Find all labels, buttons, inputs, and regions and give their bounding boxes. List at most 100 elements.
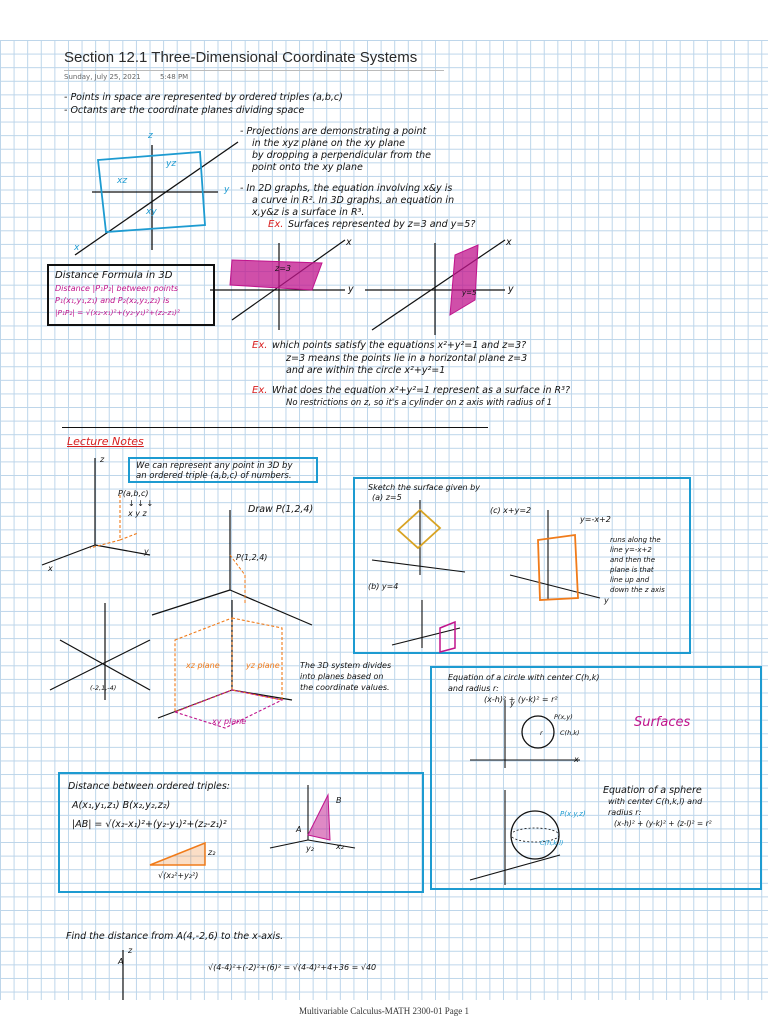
ex3-answer: No restrictions on z, so it's a cylinder… (286, 398, 553, 408)
sketch-note-4: plane is that (610, 566, 654, 574)
between-title: Distance between ordered triples: (68, 781, 230, 792)
sketch-note-1: runs along the (610, 536, 661, 544)
system-line-3: the coordinate values. (300, 683, 390, 692)
sphere-line-2: with center C(h,k,l) and (608, 797, 703, 806)
circle-eq-line-1: Equation of a circle with center C(h,k) (448, 673, 600, 682)
graphs2d-line-3: x,y&z is a surface in R³. (252, 207, 365, 218)
sphere-center-label: C(h,k,l) (540, 839, 564, 847)
xy-plane-label: xy plane (212, 717, 247, 726)
fig1-xz-label: xz (117, 176, 128, 186)
sphere-line-3: radius r: (608, 808, 642, 817)
fig1-y-label: y (224, 185, 230, 195)
sphere-line-1: Equation of a sphere (603, 785, 702, 796)
distance-box-line-3: |P₁P₂| = √(x₂-x₁)²+(y₂-y₁)²+(z₂-z₁)² (55, 308, 181, 317)
sketch-c: (c) x+y=2 (490, 506, 532, 515)
p124-label: P(1,2,4) (236, 553, 268, 562)
bottom-point-A: A (118, 957, 124, 966)
projections-line-1: - Projections are demonstrating a point (240, 126, 427, 137)
pabc-xyz: x y z (128, 509, 147, 518)
time-stamp: 5:48 PM (160, 73, 189, 81)
sketch-line-eq: y=-x+2 (580, 515, 611, 524)
circle-axes (470, 700, 580, 768)
sketch-note-3: and then the (610, 556, 656, 564)
plane-y4 (439, 620, 456, 653)
ex2-question: which points satisfy the equations x²+y²… (272, 340, 527, 351)
xz-plane-label: xz plane (186, 661, 220, 670)
yz-plane-outline (231, 617, 283, 701)
distance-box-line-1: Distance |P₁P₂| between points (55, 284, 179, 293)
represent-box: We can represent any point in 3D by an o… (128, 457, 318, 483)
circle-eq: (x-h)² + (y-k)² = r² (484, 695, 558, 704)
pabc-axes (41, 458, 151, 566)
yz-plane-label: yz plane (246, 661, 280, 670)
pabc-z-axis: z (100, 455, 105, 464)
distance-formula-box: Distance Formula in 3D Distance |P₁P₂| b… (47, 264, 215, 326)
sketch-y: y (604, 596, 609, 605)
fig2-left-x: x (346, 237, 352, 248)
fig1-z-label: z (148, 131, 153, 141)
ab-triangle (307, 793, 331, 841)
sketch-title: Sketch the surface given by (368, 483, 480, 492)
bottom-question: Find the distance from A(4,-2,6) to the … (66, 931, 284, 942)
ex3-question: What does the equation x²+y²=1 represent… (272, 385, 571, 396)
fig2-y5: y=5 (462, 289, 477, 297)
between-A: A (296, 825, 302, 834)
represent-line-1: We can represent any point in 3D by (136, 461, 293, 471)
fig2-z3: z=3 (275, 264, 291, 273)
fig1-yz-label: yz (166, 159, 177, 169)
ex3-label: Ex. (252, 385, 268, 396)
between-B: B (336, 796, 342, 805)
ex2-label: Ex. (252, 340, 268, 351)
xz-plane-outline (174, 617, 233, 713)
intro-line-2: - Octants are the coordinate planes divi… (64, 105, 305, 116)
ex2-answer-1: z=3 means the points lie in a horizontal… (286, 353, 528, 364)
sphere-equator (510, 827, 560, 843)
between-z2: z₂ (208, 848, 216, 857)
sketch-note-6: down the z axis (610, 586, 665, 594)
circle-y-axis: y (510, 699, 515, 708)
fig2-right-y: y (508, 284, 514, 295)
ex1-label: Ex. (268, 219, 284, 230)
sketch-b-axes (391, 600, 461, 648)
graphs2d-line-2: a curve in R². In 3D graphs, an equation… (252, 195, 455, 206)
projections-line-3: by dropping a perpendicular from the (252, 150, 431, 161)
page-title: Section 12.1 Three-Dimensional Coordinat… (64, 49, 418, 66)
lecture-notes-heading: Lecture Notes (67, 435, 144, 448)
p124-axes (151, 510, 313, 626)
sphere-eq: (x-h)² + (y-k)² + (z-l)² = r² (614, 819, 712, 828)
fig2-right-x: x (506, 237, 512, 248)
fig1-plane-outline (97, 151, 206, 233)
fig2-axes-right (365, 239, 506, 335)
p124-projection (229, 554, 246, 605)
negative-point-label: (-2,1,-4) (90, 684, 117, 692)
ex1-text: Surfaces represented by z=3 and y=5? (288, 219, 476, 230)
date-stamp: Sunday, July 25, 2021 (64, 73, 141, 81)
projections-line-4: point onto the xy plane (252, 162, 363, 173)
between-points: A(x₁,y₁,z₁) B(x₂,y₂,z₂) (72, 800, 171, 811)
between-axes (269, 785, 356, 849)
sphere-point-label: P(x,y,z) (560, 810, 586, 818)
between-y2: y₂ (306, 844, 314, 853)
pabc-arrows: ↓ ↓ ↓ (128, 499, 154, 508)
graph-paper-background (0, 40, 768, 1000)
circle-sphere-box (430, 666, 762, 890)
between-formula: |AB| = √(x₂-x₁)²+(y₂-y₁)²+(z₂-z₁)² (72, 819, 227, 830)
distance-between-box (58, 772, 424, 893)
ex2-answer-2: and are within the circle x²+y²=1 (286, 365, 446, 376)
projections-line-2: in the xyz plane on the xy plane (252, 138, 406, 149)
plane-x-plus-y-2 (537, 533, 579, 601)
circle-eq-line-2: and radius r: (448, 684, 499, 693)
bottom-z: z (128, 946, 133, 955)
planes-axes (157, 600, 293, 719)
fig2-left-y: y (348, 284, 354, 295)
plane-z3 (229, 259, 323, 291)
plane-z5 (396, 508, 442, 550)
octant-axes (49, 603, 151, 700)
circle-point-label: P(x,y) (554, 713, 573, 721)
intro-line-1: - Points in space are represented by ord… (64, 92, 343, 103)
page-footer: Multivariable Calculus-MATH 2300-01 Page… (299, 1006, 469, 1016)
right-triangle (149, 841, 206, 866)
fig1-x-label: x (74, 243, 80, 253)
